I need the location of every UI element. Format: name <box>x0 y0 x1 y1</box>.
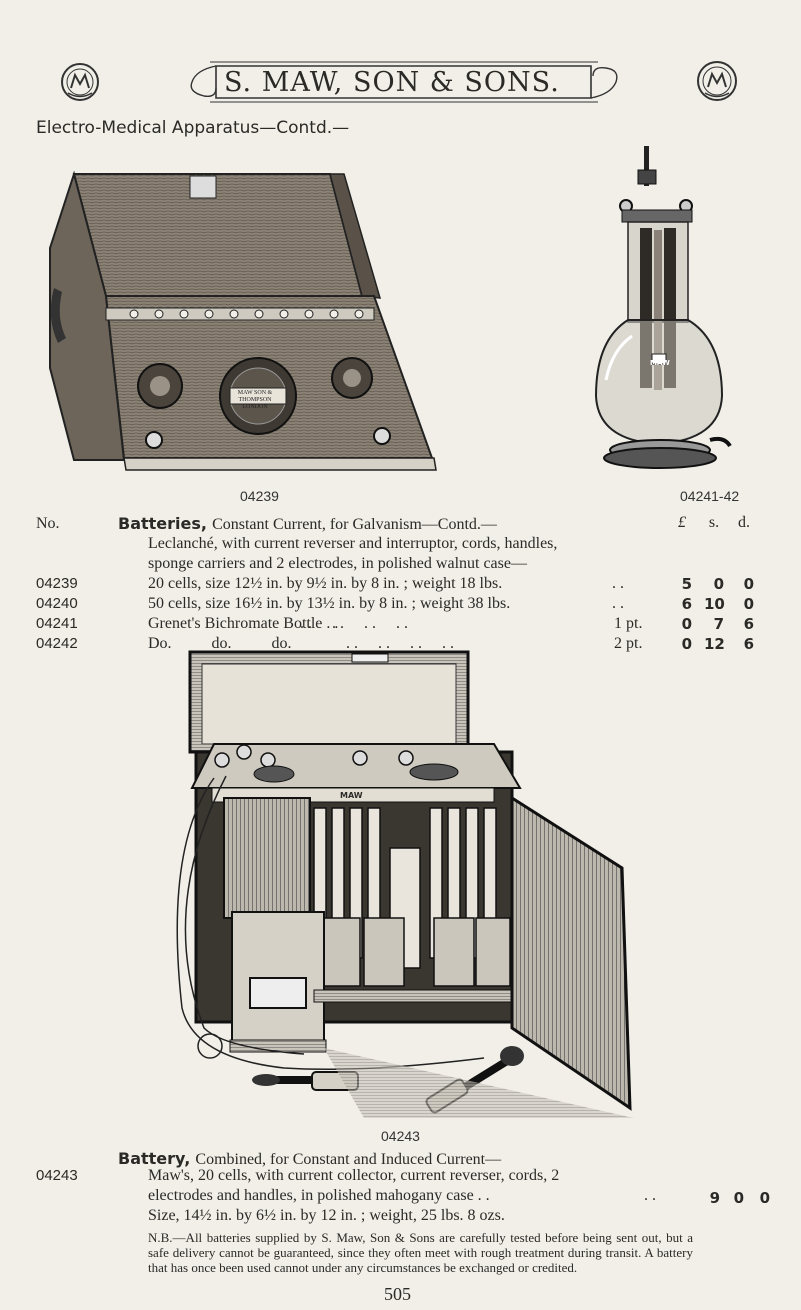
figure-04243-combined-battery <box>176 650 634 1118</box>
table-row-description: Do. do. do. <box>148 635 292 652</box>
banner-title: S. MAW, SON & SONS. <box>224 67 560 98</box>
banner-frame <box>190 61 618 103</box>
table-row-shillings: 12 <box>704 635 725 653</box>
figure-04243-caption: 04243 <box>381 1128 420 1144</box>
table-row-catalog-no: 04241 <box>36 615 78 632</box>
heading-batteries: Batteries, Constant Current, for Galvani… <box>118 514 497 535</box>
table-row-leader: . . <box>644 1187 656 1204</box>
description-maw-line1: Maw's, 20 cells, with current collector,… <box>148 1167 560 1184</box>
figure-04239-caption: 04239 <box>240 488 279 504</box>
table-row-pence: 6 <box>743 615 754 633</box>
table-row-leader: . . <box>612 575 624 592</box>
page-number: 505 <box>384 1284 411 1304</box>
description-maw-line2: electrodes and handles, in polished maho… <box>148 1187 490 1204</box>
note-paragraph: N.B.—All batteries supplied by S. Maw, S… <box>148 1230 693 1275</box>
table-row-quantity: 2 pt. <box>614 635 643 652</box>
table-row-shillings: 0 <box>733 1189 744 1207</box>
description-leclanche-line2: sponge carriers and 2 electrodes, in pol… <box>148 555 527 572</box>
figure-04243-label: MAW <box>340 791 363 800</box>
table-row-catalog-no: 04239 <box>36 575 78 592</box>
table-row-description: 50 cells, size 16½ in. by 13½ in. by 8 i… <box>148 595 511 612</box>
description-maw-line3: Size, 14½ in. by 6½ in. by 12 in. ; weig… <box>148 1207 505 1224</box>
figure-04239-plaque: MAW SON & THOMPSON LONDON <box>237 390 273 410</box>
table-row-catalog-no: 04243 <box>36 1167 78 1184</box>
right-seal-icon <box>697 61 737 101</box>
heading-battery-rest: Combined, for Constant and Induced Curre… <box>195 1151 502 1168</box>
heading-batteries-lead: Batteries, <box>118 514 207 533</box>
table-row-pounds: 0 <box>681 635 692 653</box>
heading-battery-combined: Battery, Combined, for Constant and Indu… <box>118 1149 501 1170</box>
heading-batteries-rest: Constant Current, for Galvanism—Contd.— <box>212 516 497 533</box>
table-row-catalog-no: 04242 <box>36 635 78 652</box>
table-row-pounds: 5 <box>681 575 692 593</box>
table-row-leader: . . <box>612 595 624 612</box>
table-row-leader: . . . . . . . . <box>346 635 454 652</box>
table-row-shillings: 10 <box>704 595 725 613</box>
column-header-shillings: s. <box>708 514 720 531</box>
table-row-pounds: 6 <box>681 595 692 613</box>
table-row-shillings: 7 <box>713 615 724 633</box>
table-row-leader: . . . . . . . . <box>300 615 408 632</box>
description-leclanche-line1: Leclanché, with current reverser and int… <box>148 535 558 552</box>
section-title: Electro-Medical Apparatus—Contd.— <box>36 118 350 138</box>
table-row-catalog-no: 04240 <box>36 595 78 612</box>
table-row-quantity: 1 pt. <box>614 615 643 632</box>
figure-04239-battery-case <box>49 170 437 471</box>
column-header-no: No. <box>36 515 60 532</box>
table-row-pence: 0 <box>743 575 754 593</box>
table-row-pence: 6 <box>743 635 754 653</box>
table-row-description: 20 cells, size 12½ in. by 9½ in. by 8 in… <box>148 575 503 592</box>
table-row-pence: 0 <box>759 1189 770 1207</box>
table-row-pence: 0 <box>743 595 754 613</box>
column-header-pence: d. <box>738 514 750 531</box>
figure-04241-42-bichromate-bottle <box>594 146 732 469</box>
table-row-description: Grenet's Bichromate Bottle . . <box>148 615 339 632</box>
column-header-pounds: £ <box>678 514 686 531</box>
figure-04241-42-caption: 04241-42 <box>680 488 740 504</box>
table-row-pounds: 9 <box>709 1189 720 1207</box>
left-seal-icon <box>61 63 99 101</box>
figure-04241-42-label: MAW <box>650 359 670 367</box>
heading-battery-lead: Battery, <box>118 1149 191 1168</box>
table-row-pounds: 0 <box>681 615 692 633</box>
table-row-shillings: 0 <box>713 575 724 593</box>
